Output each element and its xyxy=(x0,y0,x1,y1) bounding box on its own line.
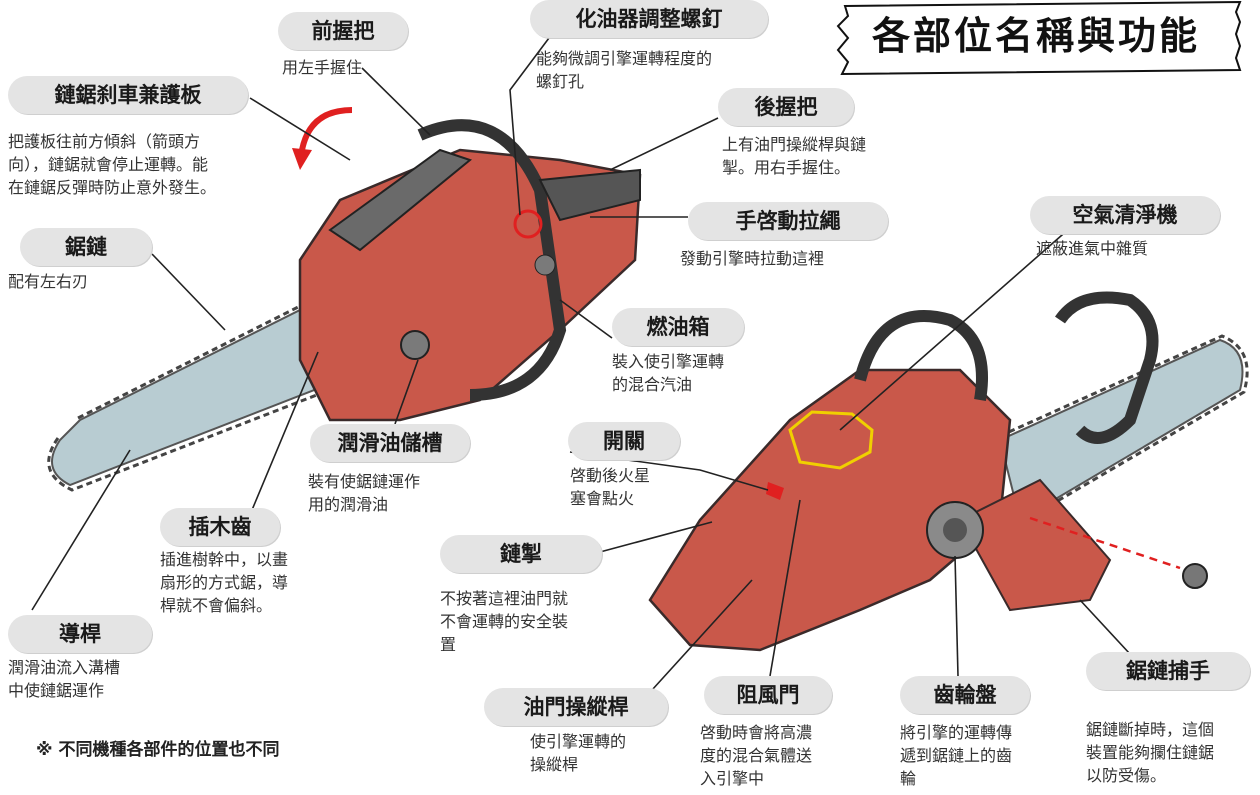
desc-carb-screw: 能夠微調引擎運轉程度的 螺釘孔 xyxy=(536,49,713,91)
desc-chain-lock: 不按著這裡油門就 不會運轉的安全裝 置 xyxy=(440,589,569,654)
label-carb-screw: 化油器調整螺釘 xyxy=(530,0,768,38)
label-throttle: 油門操縱桿 xyxy=(484,688,668,726)
catcher-dash xyxy=(1029,516,1181,570)
footnote: ※ 不同機種各部件的位置也不同 xyxy=(36,740,280,760)
desc-rear-handle: 上有油門操縱桿與鏈 掣。用右手握住。 xyxy=(722,135,867,177)
left-chainsaw xyxy=(47,107,642,492)
label-air-cleaner: 空氣清淨機 xyxy=(1030,196,1220,234)
switch-marker xyxy=(766,482,784,500)
desc-switch: 啓動後火星 塞會點火 xyxy=(570,466,651,508)
desc-guide-bar: 潤滑油流入溝槽 中使鏈鋸運作 xyxy=(8,658,121,700)
desc-chain-brake: 把護板往前方傾斜（箭頭方 向），鏈鋸就會停止運轉。能 在鏈鋸反彈時防止意外發生。 xyxy=(8,132,217,197)
carb-screw-marker xyxy=(513,209,543,239)
label-chain-brake: 鏈鋸刹車兼護板 xyxy=(8,76,248,114)
left-chain xyxy=(47,382,346,492)
label-saw-chain: 鋸鏈 xyxy=(20,228,152,266)
left-front-handle xyxy=(417,119,567,401)
desc-fuel-tank: 裝入使引擎運轉 的混合汽油 xyxy=(612,352,725,394)
label-switch: 開關 xyxy=(568,422,680,460)
label-guide-bar: 導桿 xyxy=(8,615,152,653)
label-starter-rope: 手啓動拉繩 xyxy=(688,202,888,240)
desc-saw-chain: 配有左右刃 xyxy=(8,272,89,291)
left-guide-bar xyxy=(51,298,342,487)
title-frame xyxy=(836,0,1242,76)
right-front-handle xyxy=(854,310,988,401)
right-chainsaw xyxy=(648,291,1249,652)
leader-lines xyxy=(31,29,1131,691)
desc-air-cleaner: 遮蔽進氣中雜質 xyxy=(1036,239,1149,258)
label-chain-catcher: 鋸鏈捕手 xyxy=(1086,652,1250,690)
right-body xyxy=(648,368,1012,652)
desc-chain-catcher: 鋸鏈斷掉時，這個 裝置能夠攔住鏈鋸 以防受傷。 xyxy=(1086,720,1215,785)
right-top-handle xyxy=(1055,291,1159,444)
label-sprocket: 齒輪盤 xyxy=(900,676,1030,714)
label-oil-tank: 潤滑油儲槽 xyxy=(310,424,470,462)
desc-sprocket: 將引擎的運轉傳 遞到鋸鏈上的齒 輪 xyxy=(900,723,1013,788)
label-spike: 插木齒 xyxy=(160,508,280,546)
desc-oil-tank: 裝有使鋸鏈運作 用的潤滑油 xyxy=(308,472,421,514)
brake-arrow xyxy=(299,107,353,151)
chain-cover xyxy=(958,478,1112,612)
label-chain-lock: 鏈掣 xyxy=(440,535,602,573)
desc-spike: 插進樹幹中，以畫 扇形的方式鋸，導 桿就不會偏斜。 xyxy=(160,550,289,615)
left-rear-handle xyxy=(538,168,641,222)
desc-starter-rope: 發動引擎時拉動這裡 xyxy=(680,249,825,268)
desc-front-handle: 用左手握住 xyxy=(282,58,363,77)
page-title: 各部位名稱與功能 xyxy=(872,13,1201,58)
catcher-part xyxy=(1182,563,1208,589)
label-choke: 阻風門 xyxy=(704,676,832,714)
label-rear-handle: 後握把 xyxy=(718,88,854,126)
desc-throttle: 使引擎運轉的 操縱桿 xyxy=(530,732,627,774)
air-cleaner-marker xyxy=(788,410,874,470)
label-front-handle: 前握把 xyxy=(278,12,408,50)
label-fuel-tank: 燃油箱 xyxy=(612,308,744,346)
desc-choke: 啓動時會將高濃 度的混合氣體送 入引擎中 xyxy=(700,723,813,788)
